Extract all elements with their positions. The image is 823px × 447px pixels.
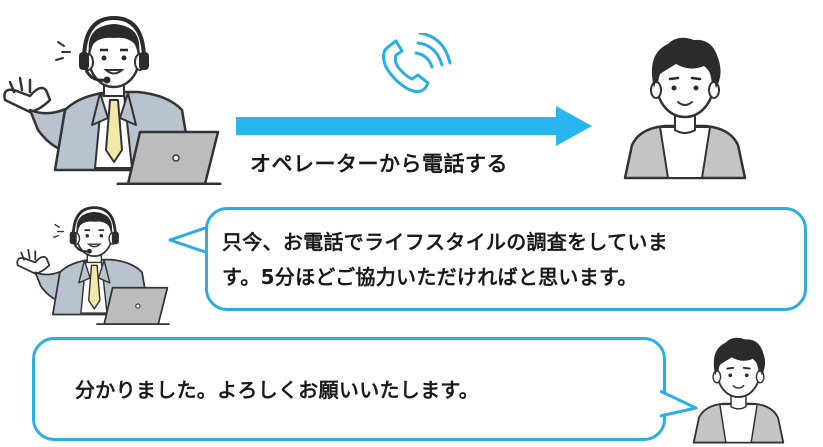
right-arrow-icon [236,106,592,146]
customer-icon [620,30,750,180]
operator-bubble-line-2: す。5分ほどご協力いただければと思います。 [222,265,638,289]
operator-speech-bubble: 只今、お電話でライフスタイルの調査をしていま す。5分ほどご協力いただければと思… [205,207,807,311]
operator-small-icon [14,195,176,325]
operator-bubble-line-1: 只今、お電話でライフスタイルの調査をしていま [222,230,668,254]
customer-speech-bubble: 分かりました。よろしくお願いいたします。 [32,337,666,441]
customer-small-icon [686,332,791,444]
arrow-label: オペレーターから電話する [250,152,508,176]
operator-bubble-tail [168,225,208,255]
customer-bubble-tail [660,389,698,418]
operator-icon [0,0,230,185]
phone-ringing-icon [381,33,452,94]
customer-bubble-text: 分かりました。よろしくお願いいたします。 [75,378,479,402]
